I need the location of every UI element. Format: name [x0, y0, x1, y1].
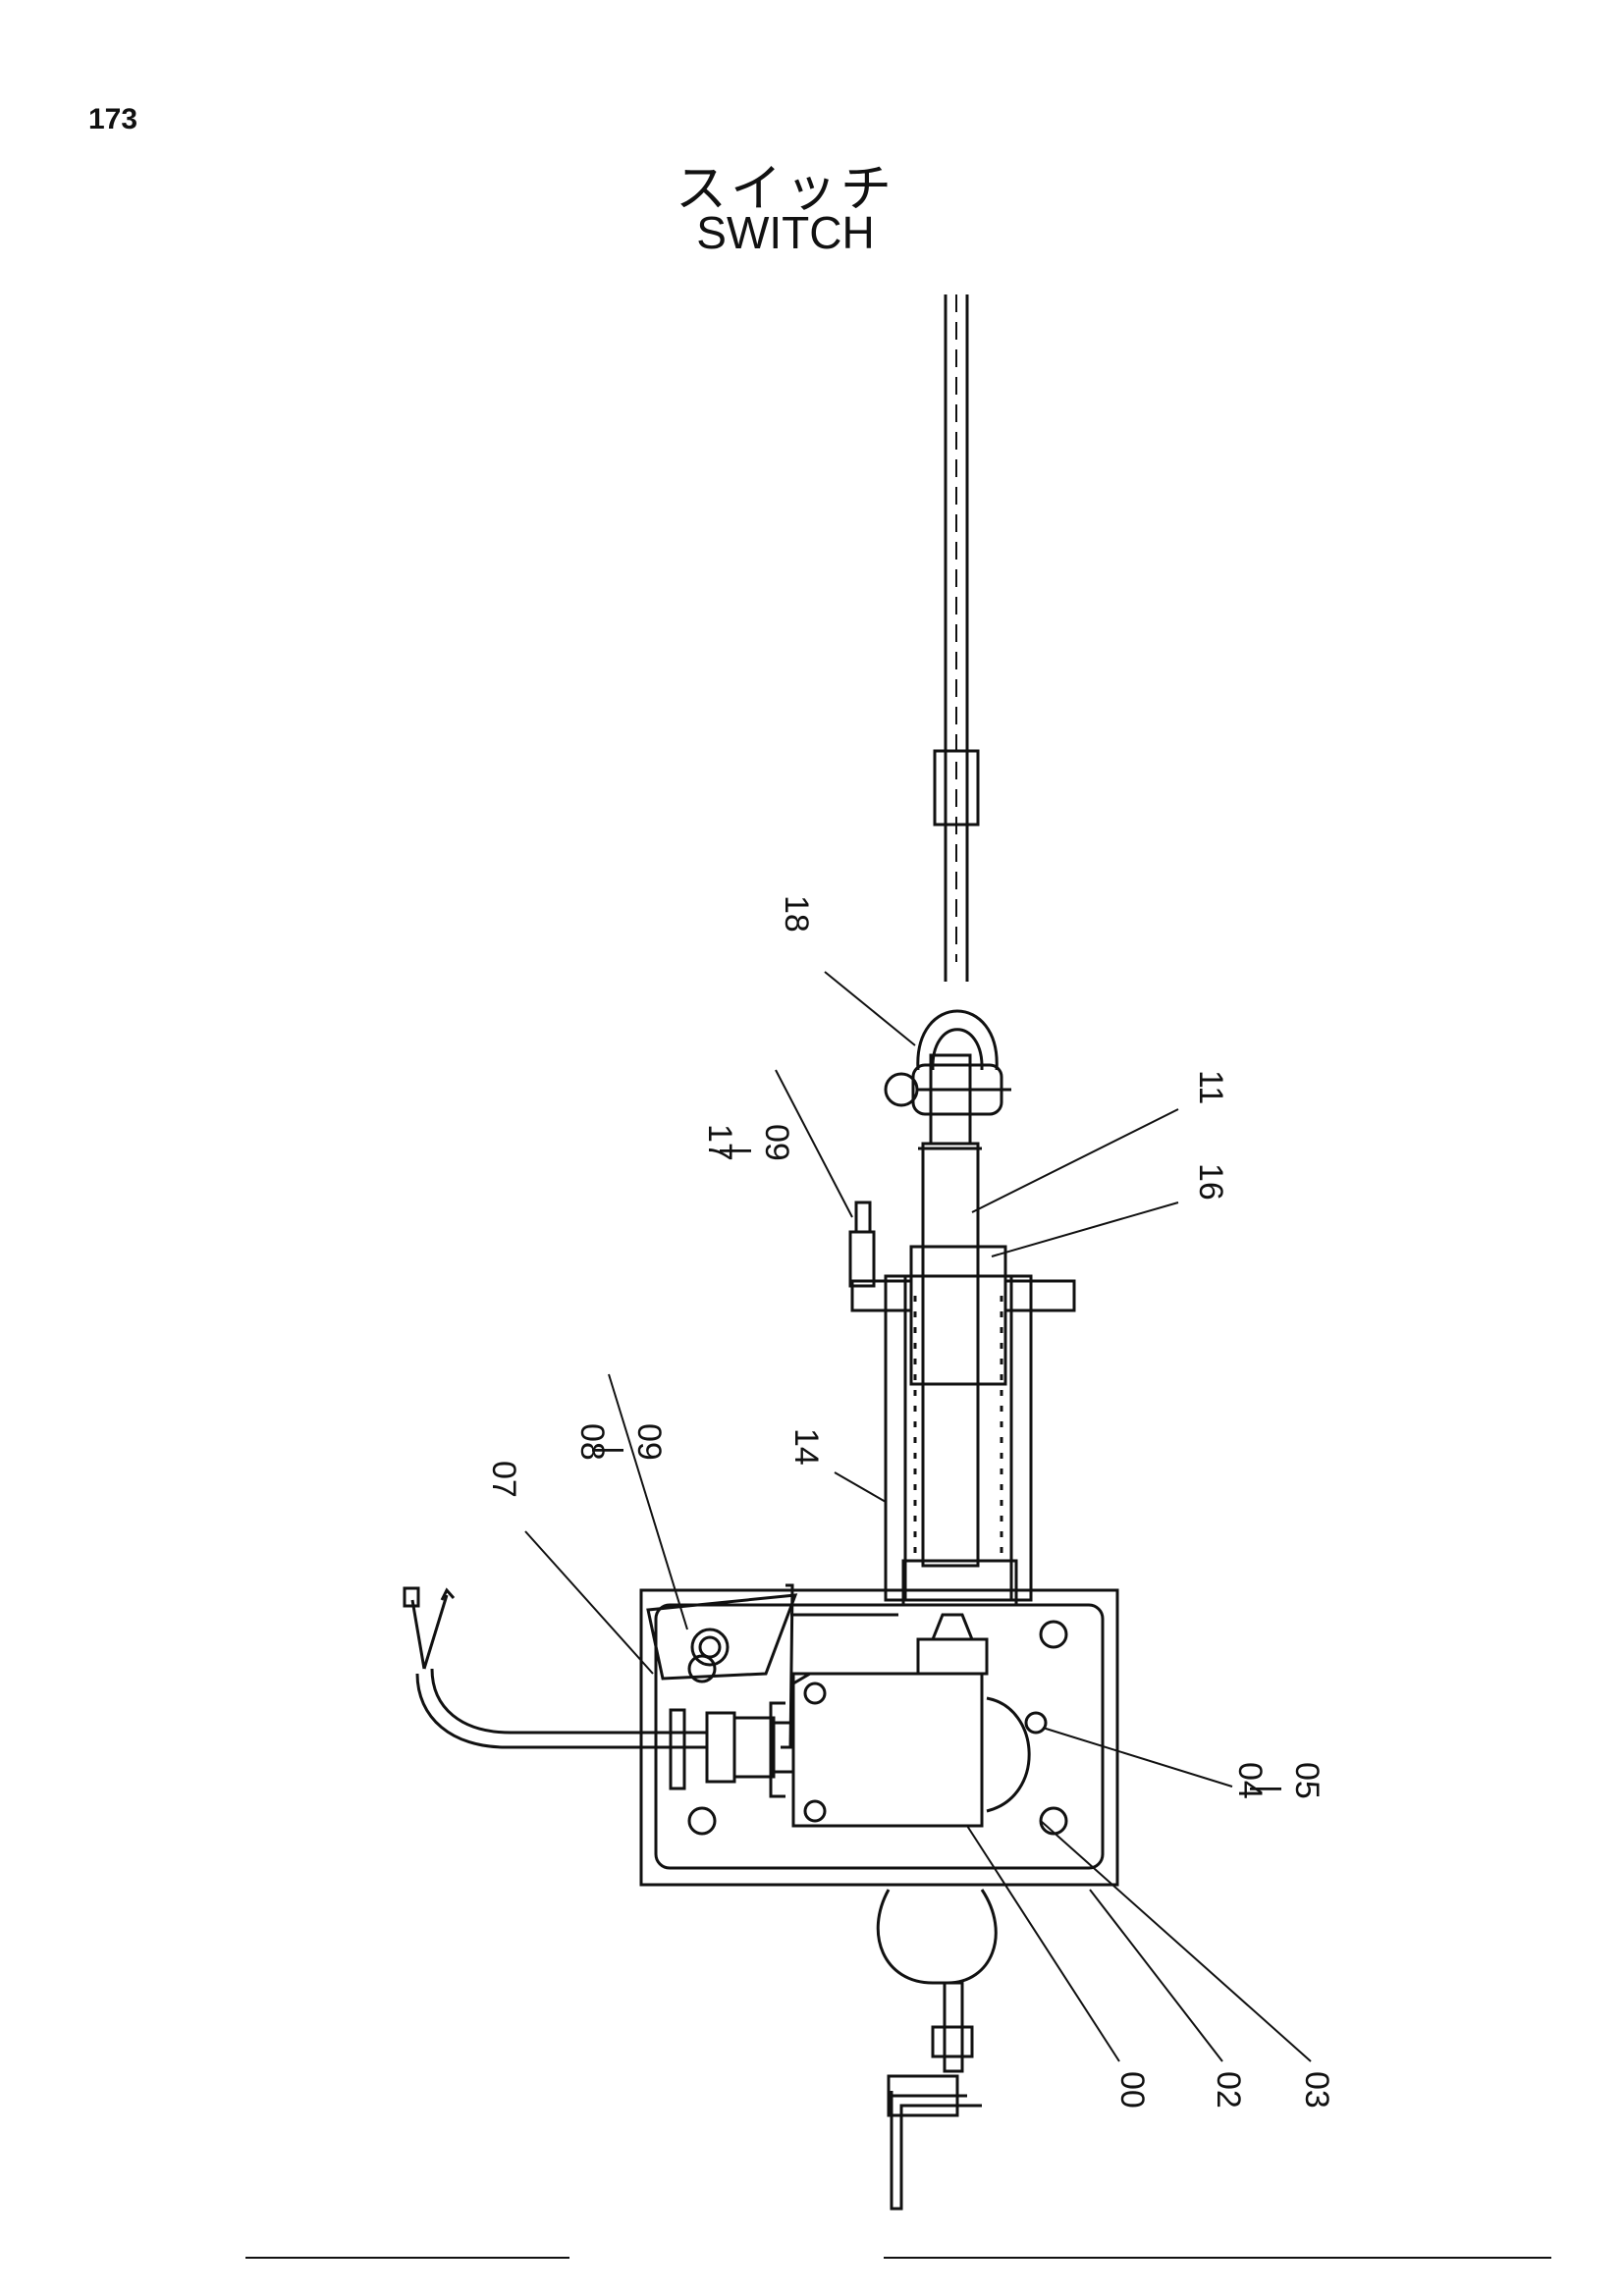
eye-bolt — [876, 1889, 998, 2117]
callout-08-separator: | — [591, 1446, 628, 1455]
callout-00: 00 — [1113, 2071, 1151, 2109]
callout-17: 17 — [701, 1124, 738, 1161]
lead-wire — [403, 1586, 707, 1749]
callout-16: 16 — [1192, 1163, 1229, 1201]
housing-tube — [850, 1245, 1076, 1607]
callout-14: 14 — [787, 1428, 825, 1466]
micro-switch — [769, 1613, 1048, 1828]
lower-bracket — [890, 2091, 982, 2211]
rod — [918, 1053, 982, 1568]
callout-labels: 18 11 16 17 | 09 14 08 | 09 07 04 | 05 0… — [485, 895, 1335, 2109]
page-number: 173 — [88, 103, 138, 135]
callout-11: 11 — [1192, 1070, 1229, 1104]
callout-07: 07 — [485, 1461, 522, 1498]
bracket-plate — [781, 1583, 898, 1749]
callout-04-separator: | — [1249, 1785, 1286, 1793]
callout-08-09: 09 — [630, 1423, 668, 1461]
callout-18: 18 — [778, 895, 815, 933]
lever — [646, 1593, 798, 1681]
callout-02: 02 — [1210, 2071, 1247, 2109]
switch-box — [639, 1588, 1119, 1887]
callout-04: 04 — [1231, 1762, 1269, 1799]
title-english: SWITCH — [696, 207, 875, 258]
callout-04-05: 05 — [1288, 1762, 1326, 1799]
callout-03: 03 — [1298, 2071, 1335, 2109]
bolt — [848, 1201, 876, 1288]
title-japanese: スイッチ — [675, 160, 895, 219]
cable — [933, 294, 980, 982]
leader-lines — [524, 971, 1312, 2062]
shackle — [884, 1009, 1011, 1116]
callout-08: 08 — [573, 1423, 611, 1461]
cable-gland — [669, 1708, 795, 1790]
callout-17-09: 09 — [758, 1124, 795, 1161]
callout-17-separator: | — [719, 1147, 756, 1155]
